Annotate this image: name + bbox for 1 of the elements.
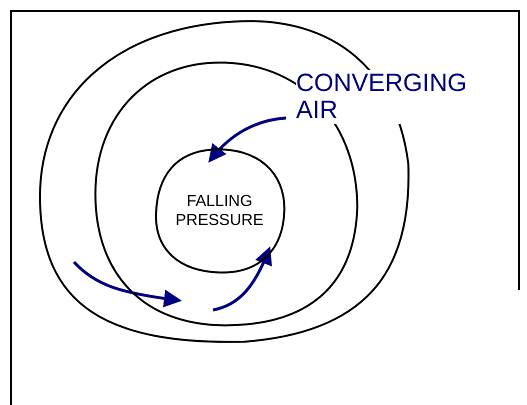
pressure-label: FALLING PRESSURE [174, 192, 265, 230]
